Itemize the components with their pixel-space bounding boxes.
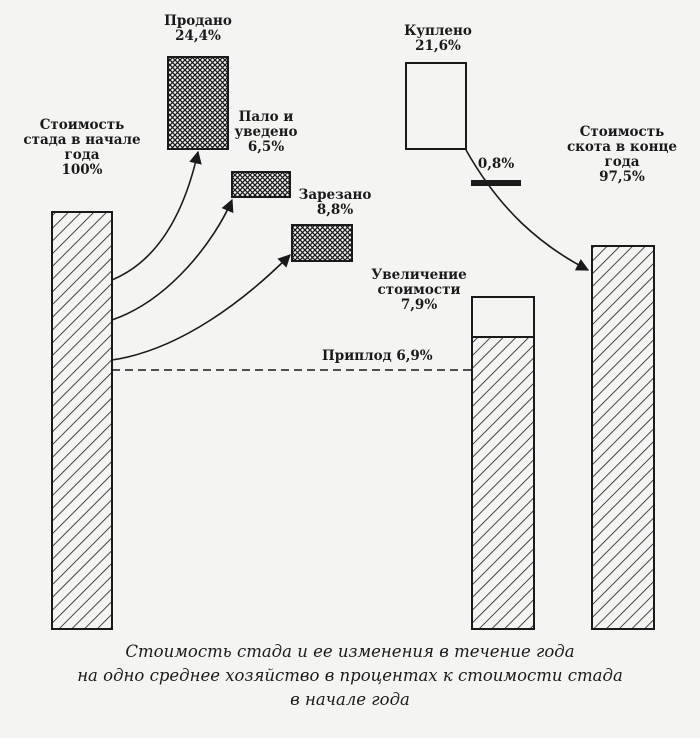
increase-label: Увеличение стоимости 7,9% [371, 267, 467, 313]
arrow-to-slaughtered [111, 254, 291, 361]
small-label: 0,8% [477, 156, 515, 172]
arrow-to-died [111, 198, 234, 321]
slaughtered-box [291, 224, 353, 262]
increase-bar-top [471, 296, 535, 338]
caption: Стоимость стада и ее изменения в течение… [70, 640, 630, 712]
end-label: Стоимость скота в конце года 97,5% [566, 124, 678, 185]
died-box [231, 171, 291, 198]
arrow-to-sold [111, 150, 202, 281]
start-bar [51, 211, 113, 630]
caption-line-1: Стоимость стада и ее изменения в течение… [125, 642, 575, 661]
caption-line-2: на одно среднее хозяйство в процентах к … [77, 666, 623, 685]
bought-label: Куплено 21,6% [404, 23, 472, 54]
start-label: Стоимость стада в начале года 100% [23, 117, 141, 178]
caption-line-3: в начале года [290, 690, 410, 709]
sold-label: Продано 24,4% [164, 13, 232, 44]
slaughtered-label: Зарезано 8,8% [298, 187, 372, 218]
sold-box [167, 56, 229, 150]
arrow-to-end [465, 149, 590, 271]
died-label: Пало и уведено 6,5% [234, 109, 298, 155]
increase-bar-bottom [471, 336, 535, 630]
small-bar [471, 180, 521, 186]
bought-box [405, 62, 467, 150]
offspring-label: Приплод 6,9% [322, 348, 433, 364]
end-bar [591, 245, 655, 630]
